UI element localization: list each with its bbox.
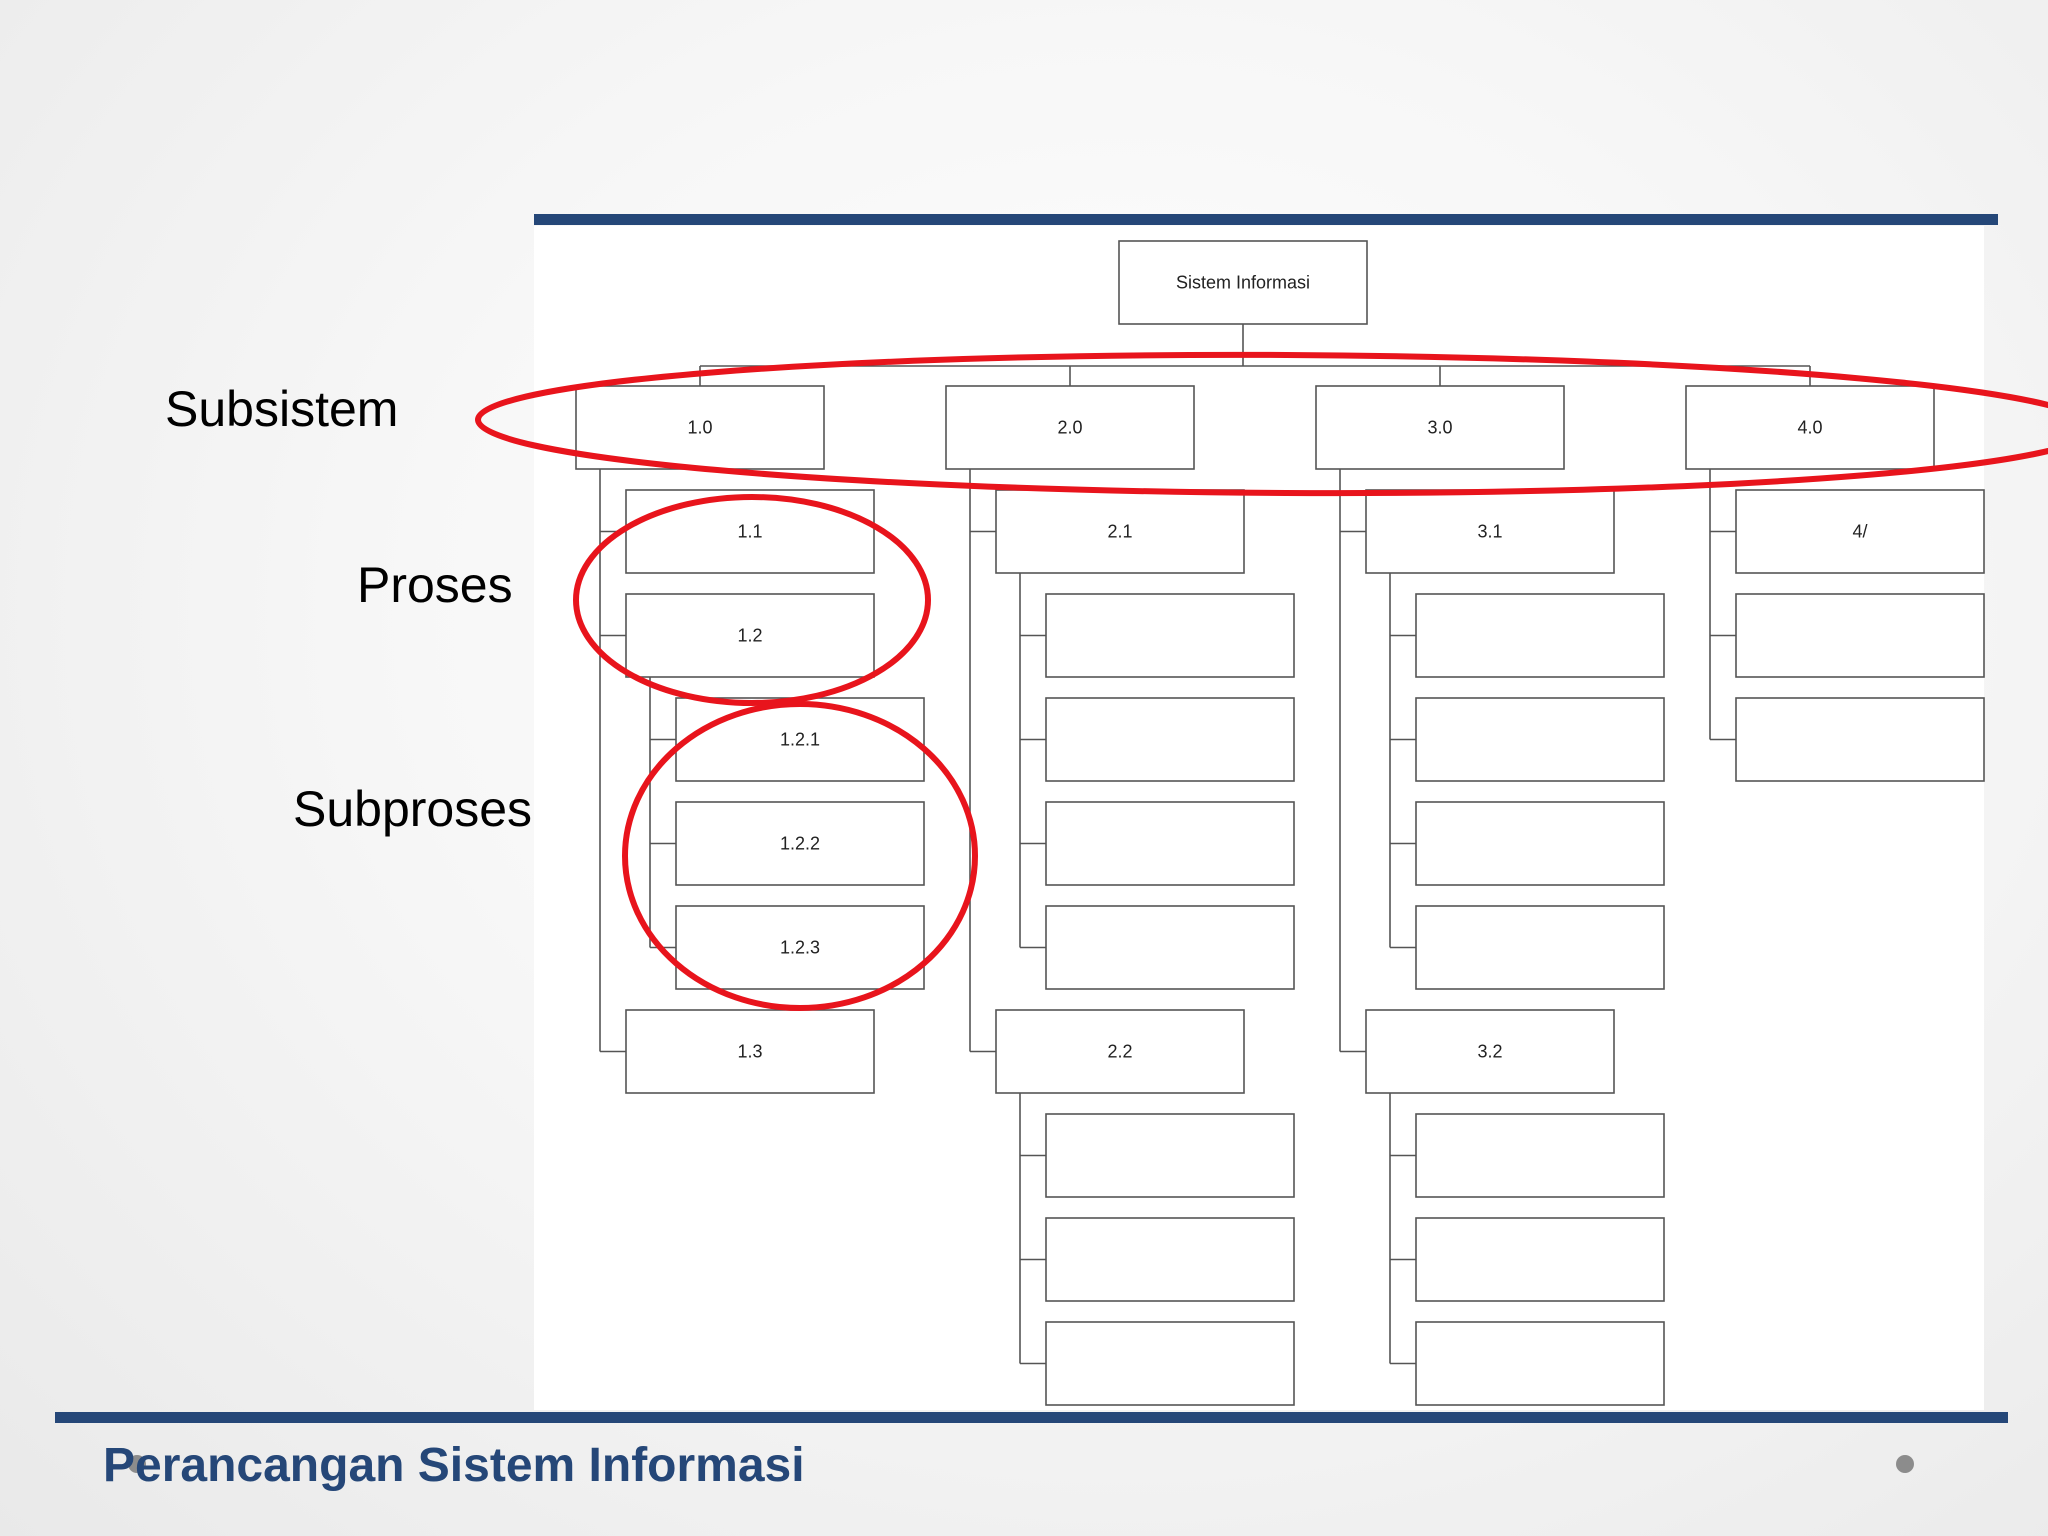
process-node-3-2-label: 3.2 bbox=[1477, 1042, 1502, 1062]
highlight-circles bbox=[475, 351, 2048, 1011]
subprocess-node-3-2-1-rect bbox=[1415, 1113, 1665, 1198]
subprocess-node-2-2-1-rect bbox=[1045, 1113, 1295, 1198]
process-node-3-2: 3.2 bbox=[1365, 1009, 1615, 1094]
subprocess-node-1-2-3-label: 1.2.3 bbox=[780, 938, 820, 958]
process-node-1-3: 1.3 bbox=[625, 1009, 875, 1094]
process-node-1-2-rect bbox=[625, 593, 875, 678]
process-node-3-2-rect bbox=[1365, 1009, 1615, 1094]
subsystem-node-3: 3.0 bbox=[1315, 385, 1565, 470]
subsystem-node-4-rect bbox=[1685, 385, 1935, 470]
subprocess-node-3-1-1 bbox=[1415, 593, 1665, 678]
process-node-1-1: 1.1 bbox=[625, 489, 875, 574]
subprocess-node-3-1-2-rect bbox=[1415, 697, 1665, 782]
subsystem-node-3-rect bbox=[1315, 385, 1565, 470]
connector-lines bbox=[599, 324, 1811, 1365]
subprocess-node-3-1-4-rect bbox=[1415, 905, 1665, 990]
subprocess-node-2-1-3 bbox=[1045, 801, 1295, 886]
process-node-4-1-rect bbox=[1735, 489, 1985, 574]
process-node-1-1-label: 1.1 bbox=[737, 522, 762, 542]
subproses-highlight-ellipse bbox=[622, 701, 978, 1011]
subsystem-node-3-label: 3.0 bbox=[1427, 418, 1452, 438]
root-node: Sistem Informasi bbox=[1118, 240, 1368, 325]
process-node-2-1: 2.1 bbox=[995, 489, 1245, 574]
root-node-label: Sistem Informasi bbox=[1176, 273, 1310, 293]
process-node-2-2: 2.2 bbox=[995, 1009, 1245, 1094]
subsystem-node-2: 2.0 bbox=[945, 385, 1195, 470]
subprocess-node-3-2-2 bbox=[1415, 1217, 1665, 1302]
subprocess-node-3-2-2-rect bbox=[1415, 1217, 1665, 1302]
subsystem-node-1-label: 1.0 bbox=[687, 418, 712, 438]
subprocess-node-2-1-2-rect bbox=[1045, 697, 1295, 782]
subprocess-node-3-1-2 bbox=[1415, 697, 1665, 782]
process-node-2-1-label: 2.1 bbox=[1107, 522, 1132, 542]
subprocess-node-1-2-3: 1.2.3 bbox=[675, 905, 925, 990]
subprocess-node-3-2-3 bbox=[1415, 1321, 1665, 1406]
process-node-4-2-rect bbox=[1735, 593, 1985, 678]
subprocess-node-2-1-4 bbox=[1045, 905, 1295, 990]
footer-title: Perancangan Sistem Informasi bbox=[103, 1439, 805, 1492]
process-node-1-2: 1.2 bbox=[625, 593, 875, 678]
subsystem-node-4: 4.0 bbox=[1685, 385, 1935, 470]
subprocess-node-3-1-3 bbox=[1415, 801, 1665, 886]
subprocess-node-3-1-1-rect bbox=[1415, 593, 1665, 678]
process-node-3-1-rect bbox=[1365, 489, 1615, 574]
subprocess-node-1-2-3-rect bbox=[675, 905, 925, 990]
subsystem-node-4-label: 4.0 bbox=[1797, 418, 1822, 438]
subsystem-node-1-rect bbox=[575, 385, 825, 470]
proses-label: Proses bbox=[357, 557, 513, 613]
subsystem-node-2-rect bbox=[945, 385, 1195, 470]
subprocess-node-1-2-2: 1.2.2 bbox=[675, 801, 925, 886]
process-node-1-3-label: 1.3 bbox=[737, 1042, 762, 1062]
subproses-label: Subproses bbox=[293, 781, 533, 837]
bottom-rule bbox=[55, 1412, 2008, 1423]
root-node-rect bbox=[1118, 240, 1368, 325]
proses-highlight-ellipse bbox=[573, 494, 931, 706]
process-node-2-2-rect bbox=[995, 1009, 1245, 1094]
process-node-4-3 bbox=[1735, 697, 1985, 782]
process-node-3-1: 3.1 bbox=[1365, 489, 1615, 574]
subprocess-node-2-2-2 bbox=[1045, 1217, 1295, 1302]
process-node-1-1-rect bbox=[625, 489, 875, 574]
footer-bullet-right bbox=[1896, 1455, 1914, 1473]
subprocess-node-2-2-2-rect bbox=[1045, 1217, 1295, 1302]
process-node-4-1: 4/ bbox=[1735, 489, 1985, 574]
subprocess-node-3-2-1 bbox=[1415, 1113, 1665, 1198]
subprocess-node-1-2-1-label: 1.2.1 bbox=[780, 730, 820, 750]
process-node-1-3-rect bbox=[625, 1009, 875, 1094]
subsistem-label: Subsistem bbox=[165, 381, 399, 437]
process-node-4-2 bbox=[1735, 593, 1985, 678]
process-node-2-1-rect bbox=[995, 489, 1245, 574]
footer-bullet-left bbox=[128, 1455, 146, 1473]
subprocess-node-3-2-3-rect bbox=[1415, 1321, 1665, 1406]
subprocess-node-2-2-3-rect bbox=[1045, 1321, 1295, 1406]
subprocess-node-3-1-3-rect bbox=[1415, 801, 1665, 886]
process-node-2-2-label: 2.2 bbox=[1107, 1042, 1132, 1062]
subprocess-node-2-1-1 bbox=[1045, 593, 1295, 678]
subsystem-node-2-label: 2.0 bbox=[1057, 418, 1082, 438]
node-boxes: Sistem Informasi 1.0 1.1 1.2 1.2.1 1.2.2 1.2.3… bbox=[575, 240, 1985, 1406]
subprocess-node-2-1-2 bbox=[1045, 697, 1295, 782]
process-node-4-1-label: 4/ bbox=[1852, 522, 1867, 542]
subprocess-node-1-2-2-rect bbox=[675, 801, 925, 886]
subprocess-node-2-2-3 bbox=[1045, 1321, 1295, 1406]
process-node-4-3-rect bbox=[1735, 697, 1985, 782]
subprocess-node-2-1-1-rect bbox=[1045, 593, 1295, 678]
top-rule bbox=[534, 214, 1998, 225]
subprocess-node-2-1-4-rect bbox=[1045, 905, 1295, 990]
subprocess-node-1-2-1: 1.2.1 bbox=[675, 697, 925, 782]
subprocess-node-3-1-4 bbox=[1415, 905, 1665, 990]
process-node-1-2-label: 1.2 bbox=[737, 626, 762, 646]
subsistem-highlight-ellipse bbox=[475, 351, 2048, 497]
subsystem-node-1: 1.0 bbox=[575, 385, 825, 470]
subprocess-node-2-2-1 bbox=[1045, 1113, 1295, 1198]
process-node-3-1-label: 3.1 bbox=[1477, 522, 1502, 542]
subprocess-node-1-2-2-label: 1.2.2 bbox=[780, 834, 820, 854]
subprocess-node-2-1-3-rect bbox=[1045, 801, 1295, 886]
